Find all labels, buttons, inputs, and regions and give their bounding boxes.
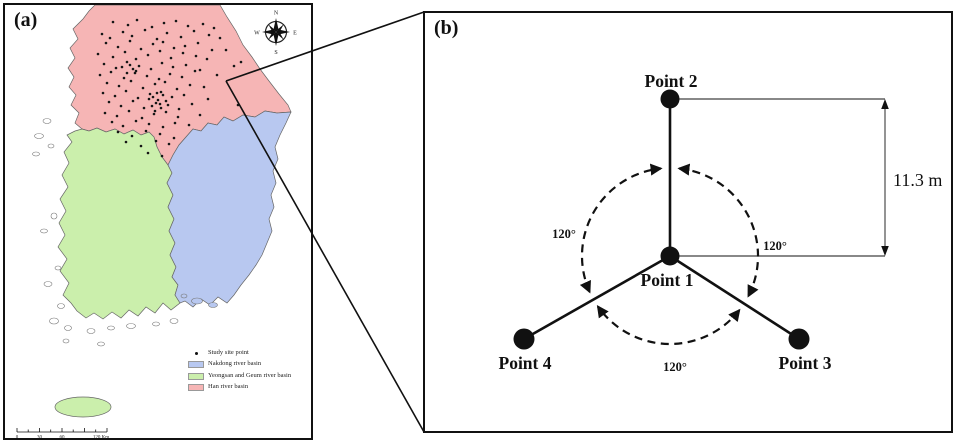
compass-s-label: S — [274, 50, 277, 56]
point-1-dot — [660, 246, 680, 266]
south-blue-islands — [180, 293, 218, 308]
panel-b: Point 2 Point 1 Point 3 Point 4 120° 120… — [423, 11, 953, 433]
scale-label-0: 0 — [16, 436, 19, 439]
point-3-label: Point 3 — [779, 353, 832, 373]
sampling-diagram: Point 2 Point 1 Point 3 Point 4 120° 120… — [499, 71, 943, 374]
han-swatch-icon — [188, 384, 204, 391]
legend-item-nakdong: Nakdong river basin — [188, 361, 291, 368]
study-site-points — [96, 18, 243, 158]
arc-right — [677, 163, 760, 298]
scale-label-30: 30 — [37, 436, 43, 439]
distance-label: 11.3 m — [893, 170, 942, 190]
point-2-label: Point 2 — [645, 71, 698, 91]
point-4-dot — [513, 328, 535, 350]
dimension-arrowheads — [881, 99, 889, 256]
coastal-islands — [32, 118, 179, 347]
legend-item-han: Han river basin — [188, 384, 291, 391]
compass-rose-icon: N S W E — [254, 11, 297, 57]
compass-e-label: E — [293, 31, 297, 37]
yeongsan-geum-basin-region — [57, 127, 181, 320]
angle-arcs — [579, 163, 760, 346]
jeju-island — [54, 396, 112, 418]
legend-item-yeongsan-geum: Yeongsan and Geum river basin — [188, 371, 292, 380]
compass-w-label: W — [254, 31, 260, 37]
panel-a: N S W E 0 30 60 — [3, 3, 313, 440]
scale-label-120km: 120 Km — [93, 436, 109, 439]
legend-item-study-site: Study site point — [188, 349, 291, 357]
legend-label: Yeongsan and Geum river basin — [208, 371, 292, 379]
nakdong-basin-region — [166, 110, 292, 308]
scale-bar: 0 30 60 120 Km — [16, 428, 109, 438]
arc-left — [579, 163, 663, 294]
angle-label-right: 120° — [763, 239, 787, 253]
legend-label: Nakdong river basin — [208, 360, 262, 368]
arc-bottom — [596, 305, 741, 346]
study-site-dot-icon — [188, 351, 204, 355]
compass-n-label: N — [274, 11, 279, 17]
distance-dimension — [679, 98, 886, 257]
legend-label: Han river basin — [208, 383, 249, 391]
yeongsan-geum-swatch-icon — [188, 372, 204, 380]
point-3-dot — [788, 328, 810, 350]
panel-a-label: (a) — [14, 9, 38, 31]
angle-label-bottom: 120° — [663, 360, 687, 374]
legend-label: Study site point — [208, 349, 249, 356]
sampling-point-dots — [513, 89, 810, 350]
point-4-label: Point 4 — [499, 353, 552, 373]
scale-label-60: 60 — [60, 436, 66, 439]
point-2-dot — [660, 89, 680, 109]
point-1-label: Point 1 — [641, 270, 694, 290]
transect-lines — [523, 99, 800, 341]
panel-b-label: (b) — [434, 17, 459, 39]
nakdong-swatch-icon — [188, 361, 204, 368]
map-legend: Study site point Nakdong river basin Yeo… — [188, 349, 292, 396]
angle-label-left: 120° — [552, 227, 576, 241]
